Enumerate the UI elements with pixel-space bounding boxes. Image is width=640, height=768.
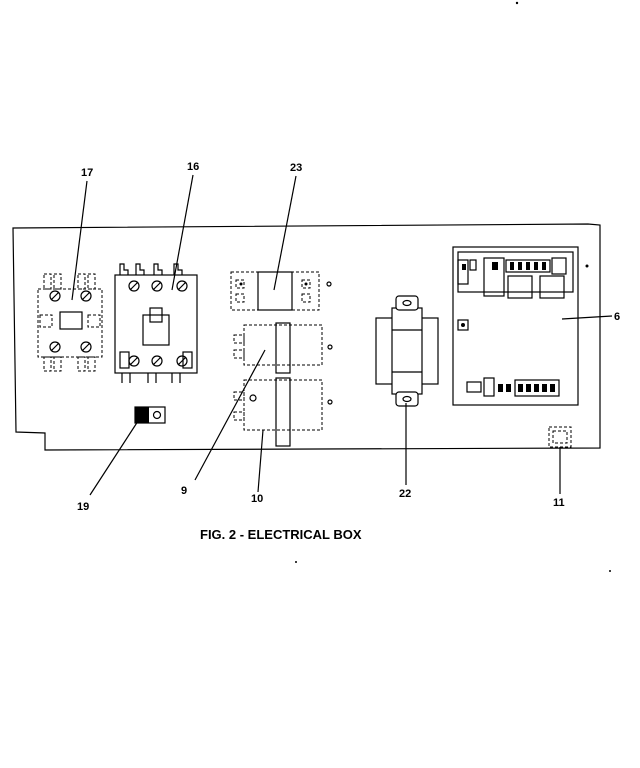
relay-9 bbox=[233, 322, 333, 374]
speck bbox=[295, 561, 297, 563]
control-board-6 bbox=[452, 246, 589, 406]
callout-22: 22 bbox=[399, 488, 411, 500]
callout-23: 23 bbox=[290, 162, 302, 174]
callout-16: 16 bbox=[187, 161, 199, 173]
callout-11: 11 bbox=[553, 497, 565, 509]
transformer-22 bbox=[375, 295, 439, 407]
relay-10 bbox=[233, 377, 333, 447]
callout-9: 9 bbox=[181, 485, 187, 497]
callout-17: 17 bbox=[81, 167, 93, 179]
block-11 bbox=[548, 426, 572, 448]
figure-caption: FIG. 2 - ELECTRICAL BOX bbox=[200, 527, 362, 542]
leader-lines bbox=[71, 174, 613, 496]
contactor-16 bbox=[114, 263, 198, 383]
speck bbox=[609, 570, 611, 572]
callout-10: 10 bbox=[251, 493, 263, 505]
callout-19: 19 bbox=[77, 501, 89, 513]
electrical-box-panel bbox=[12, 223, 601, 451]
callout-6: 6 bbox=[614, 311, 620, 323]
bracket-19 bbox=[134, 406, 166, 424]
relay-23 bbox=[230, 271, 332, 311]
speck bbox=[515, 1, 519, 5]
contactor-17 bbox=[37, 273, 103, 372]
